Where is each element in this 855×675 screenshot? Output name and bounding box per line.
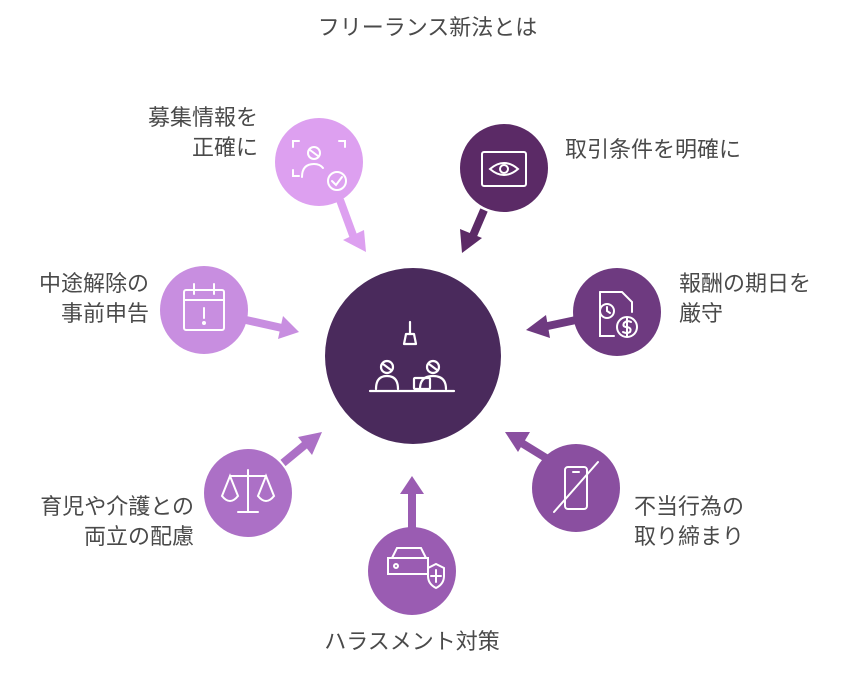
page-title: フリーランス新法とは xyxy=(317,16,538,41)
eye-scan-icon xyxy=(481,151,527,187)
node-terms xyxy=(460,124,548,212)
node-recruitment xyxy=(275,118,363,206)
clock-document-dollar-icon xyxy=(599,291,638,338)
node-childcare xyxy=(204,449,292,537)
node-payment xyxy=(573,268,661,356)
node-unfair xyxy=(532,444,620,532)
label-line: 事前申告 xyxy=(60,302,149,327)
node-harassment xyxy=(368,527,456,615)
label-line: ハラスメント対策 xyxy=(324,630,500,655)
label-line: 両立の配慮 xyxy=(83,525,194,550)
label-unfair: 不当行為の 取り締まり xyxy=(634,493,744,553)
label-line: 中途解除の xyxy=(38,272,149,297)
person-check-icon xyxy=(292,140,347,191)
label-line: 取り締まり xyxy=(634,525,745,550)
label-line: 報酬の期日を xyxy=(679,272,812,297)
calendar-alert-icon xyxy=(183,283,225,331)
meeting-desk-lamp-icon xyxy=(368,320,456,393)
arrow-terms xyxy=(460,208,488,253)
arrow-recruitment xyxy=(336,198,366,252)
balance-scale-icon xyxy=(220,469,276,513)
car-shield-icon xyxy=(387,547,445,590)
phone-slash-icon xyxy=(553,461,599,513)
arrow-unfair xyxy=(505,432,549,462)
arrow-termination xyxy=(245,316,299,339)
arrow-harassment xyxy=(400,476,424,528)
label-line: 正確に xyxy=(191,136,258,161)
label-payment: 報酬の期日を 厳守 xyxy=(679,270,811,330)
label-recruitment: 募集情報を 正確に xyxy=(148,104,258,164)
label-terms: 取引条件を明確に xyxy=(565,136,741,166)
arrow-payment xyxy=(526,315,577,338)
label-childcare: 育児や介護との 両立の配慮 xyxy=(40,493,194,553)
label-termination: 中途解除の 事前申告 xyxy=(39,270,149,330)
arrows xyxy=(245,198,577,528)
center-node xyxy=(325,268,501,444)
label-line: 育児や介護との xyxy=(40,495,194,520)
label-line: 募集情報を xyxy=(147,106,258,131)
label-line: 不当行為の xyxy=(634,495,745,520)
label-line: 厳守 xyxy=(679,302,724,327)
label-harassment: ハラスメント対策 xyxy=(262,628,562,658)
arrow-childcare xyxy=(280,432,322,467)
node-termination xyxy=(160,266,248,354)
label-line: 取引条件を明確に xyxy=(565,138,742,163)
